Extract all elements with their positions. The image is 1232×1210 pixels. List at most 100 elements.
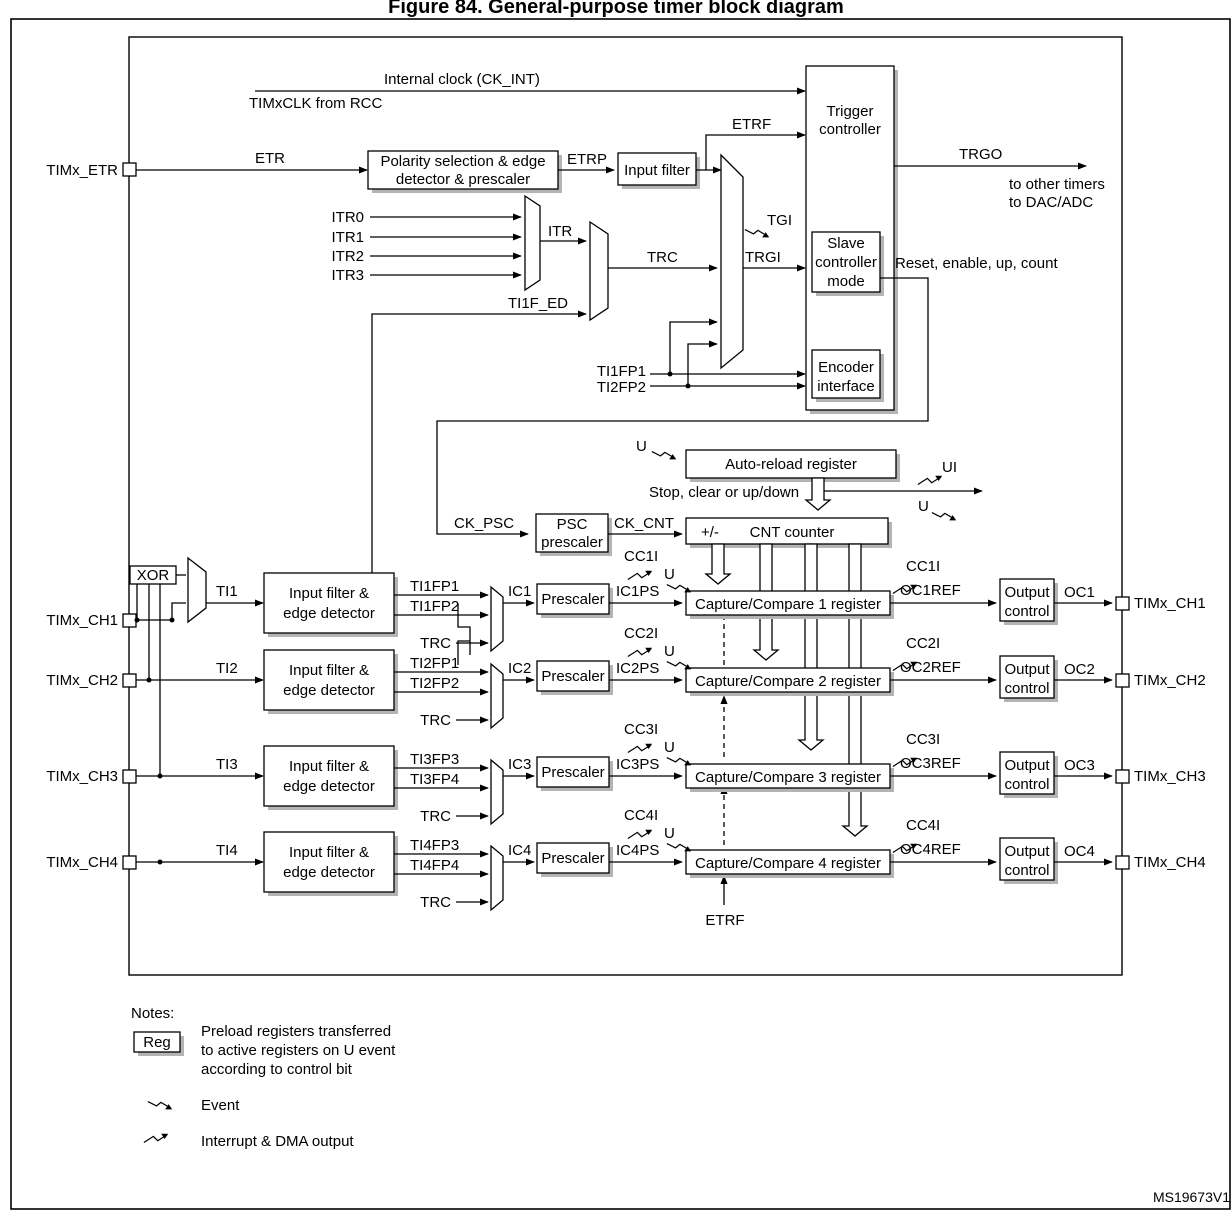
output-control-ch3-label-2: control xyxy=(1004,776,1049,793)
to-other-timers-label: to other timers xyxy=(1009,176,1105,193)
input-filter-label: Input filter xyxy=(624,162,690,179)
pin-ch2 xyxy=(122,673,137,688)
u-ch1-label: U xyxy=(664,566,675,583)
tgi-label: TGI xyxy=(767,212,792,229)
pin-ch3 xyxy=(122,769,137,784)
u-ch4-label: U xyxy=(664,825,675,842)
prescaler-ch3 xyxy=(536,756,610,788)
prescaler-ch4-label: Prescaler xyxy=(541,850,604,867)
stop-clear-label: Stop, clear or up/down xyxy=(649,484,799,501)
polarity-label-1: Polarity selection & edge xyxy=(380,153,545,170)
event-legend-label: Event xyxy=(201,1097,240,1114)
cc2-register xyxy=(685,667,891,693)
ch3-in-a-label: TI3FP3 xyxy=(410,751,459,768)
pin-out-ch4-label: TIMx_CH4 xyxy=(1134,854,1206,871)
figure-title: Figure 84. General-purpose timer block d… xyxy=(388,0,844,18)
ic3ps-label: IC3PS xyxy=(616,756,659,773)
prescaler-ch1-label: Prescaler xyxy=(541,591,604,608)
cc3-register-label: Capture/Compare 3 register xyxy=(695,769,881,786)
etrf-bottom-label: ETRF xyxy=(705,912,744,929)
slave-controller-block xyxy=(811,231,881,293)
trc-mux xyxy=(589,220,609,322)
output-control-ch1 xyxy=(999,578,1055,622)
output-control-ch4-label-2: control xyxy=(1004,862,1049,879)
output-control-ch4-label-1: Output xyxy=(1004,843,1050,860)
u-ch3-label: U xyxy=(664,739,675,756)
auto-reload-label: Auto-reload register xyxy=(725,456,857,473)
itr3-label: ITR3 xyxy=(331,267,364,284)
cc2i-in-label: CC2I xyxy=(624,625,658,642)
output-control-ch2 xyxy=(999,655,1055,699)
ch3-in-b-label: TI3FP4 xyxy=(410,771,459,788)
output-control-ch2-label-1: Output xyxy=(1004,661,1050,678)
reg-legend-label: Reg xyxy=(143,1034,171,1051)
cc4i-in-label: CC4I xyxy=(624,807,658,824)
cc3i-in-label: CC3I xyxy=(624,721,658,738)
pin-etr-label: TIMx_ETR xyxy=(46,162,118,179)
notes-heading: Notes: xyxy=(131,1005,174,1022)
u-ch2-label: U xyxy=(664,643,675,660)
prescaler-ch4 xyxy=(536,842,610,874)
prescaler-ch2 xyxy=(536,660,610,692)
input-filter-block xyxy=(617,152,697,186)
psc-prescaler-block xyxy=(535,513,609,553)
ch1-in-b-label: TI1FP2 xyxy=(410,598,459,615)
ck-int-label: Internal clock (CK_INT) xyxy=(384,71,540,88)
ch2-in-b-label: TI2FP2 xyxy=(410,675,459,692)
itr-label: ITR xyxy=(548,223,572,240)
trgo-label: TRGO xyxy=(959,146,1002,163)
oc1ref-label: OC1REF xyxy=(900,582,961,599)
figure-id: MS19673V1 xyxy=(1153,1189,1230,1205)
polarity-label-2: detector & prescaler xyxy=(396,171,530,188)
cc1-register xyxy=(685,590,891,616)
output-control-ch3-label-1: Output xyxy=(1004,757,1050,774)
ic3-mux xyxy=(490,758,504,826)
ic1-mux xyxy=(490,585,504,653)
ti2-label: TI2 xyxy=(216,660,238,677)
u-event-label: U xyxy=(636,438,647,455)
trigger-label-1: Trigger xyxy=(827,103,874,120)
ic3-label: IC3 xyxy=(508,756,531,773)
ch4-in-b-label: TI4FP4 xyxy=(410,857,459,874)
ti3-label: TI3 xyxy=(216,756,238,773)
output-control-ch1-label-1: Output xyxy=(1004,584,1050,601)
cc2-register-label: Capture/Compare 2 register xyxy=(695,673,881,690)
slave-label-2: controller xyxy=(815,254,877,271)
itr2-label: ITR2 xyxy=(331,248,364,265)
ic1ps-label: IC1PS xyxy=(616,583,659,600)
interrupt-legend-icon xyxy=(143,1133,169,1144)
pin-ch2-label: TIMx_CH2 xyxy=(46,672,118,689)
junction-ch2 xyxy=(146,677,152,683)
prescaler-ch2-label: Prescaler xyxy=(541,668,604,685)
u-out-label: U xyxy=(918,498,929,515)
input-filter-ch1-label-2: edge detector xyxy=(283,605,375,622)
pin-out-ch1 xyxy=(1115,596,1130,611)
pin-etr xyxy=(122,162,137,177)
input-filter-ch1-label-1: Input filter & xyxy=(289,585,369,602)
itr-mux xyxy=(524,194,541,292)
ti4-label: TI4 xyxy=(216,842,238,859)
ti1-mux xyxy=(187,556,207,624)
ch2-trc-label: TRC xyxy=(420,712,451,729)
prescaler-ch3-label: Prescaler xyxy=(541,764,604,781)
pin-ch3-label: TIMx_CH3 xyxy=(46,768,118,785)
pin-out-ch3 xyxy=(1115,769,1130,784)
oc4ref-label: OC4REF xyxy=(900,841,961,858)
input-filter-ch2-label-2: edge detector xyxy=(283,682,375,699)
input-filter-ch1 xyxy=(263,572,395,634)
ti1-label: TI1 xyxy=(216,583,238,600)
cc4i-out-label: CC4I xyxy=(906,817,940,834)
oc1-label: OC1 xyxy=(1064,584,1095,601)
oc3ref-label: OC3REF xyxy=(900,755,961,772)
pin-out-ch2 xyxy=(1115,673,1130,688)
ch1-in-a-label: TI1FP1 xyxy=(410,578,459,595)
reset-enable-label: Reset, enable, up, count xyxy=(895,255,1058,272)
xor-label: XOR xyxy=(137,567,170,584)
ic1-label: IC1 xyxy=(508,583,531,600)
ic2-label: IC2 xyxy=(508,660,531,677)
cc1i-out-label: CC1I xyxy=(906,558,940,575)
ti1fp1-label: TI1FP1 xyxy=(597,363,646,380)
ic2ps-label: IC2PS xyxy=(616,660,659,677)
input-filter-ch4 xyxy=(263,831,395,893)
